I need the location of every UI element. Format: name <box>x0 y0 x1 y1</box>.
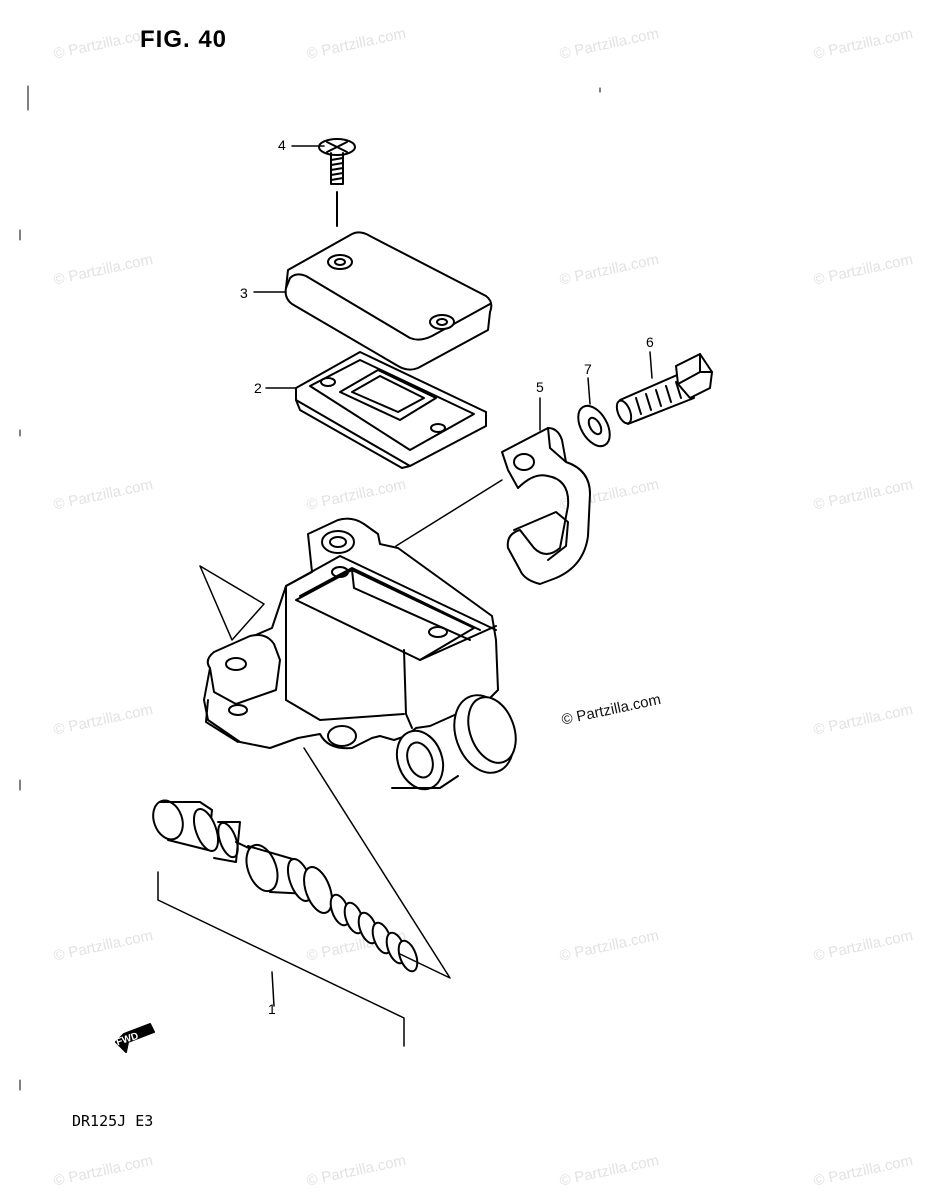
part-1-piston-kit <box>152 799 419 973</box>
part-7-washer <box>577 404 611 448</box>
callout-1: 1 <box>268 1001 276 1017</box>
callout-5: 5 <box>536 379 544 395</box>
part-2-diaphragm <box>295 351 487 469</box>
part-4-screw <box>318 138 356 227</box>
scan-margin-marks <box>19 85 601 1091</box>
part-1-master-cylinder-body <box>203 517 517 791</box>
part-5-clamp <box>501 427 591 585</box>
part-6-bolt <box>615 353 713 425</box>
callout-7: 7 <box>584 361 592 377</box>
callout-6: 6 <box>646 334 654 350</box>
model-code: DR125J E3 <box>72 1112 154 1130</box>
callout-2: 2 <box>254 380 262 396</box>
forward-direction-arrow-icon <box>115 1023 155 1053</box>
callout-3: 3 <box>240 285 248 301</box>
part-3-reservoir-cap <box>284 231 493 371</box>
callout-4: 4 <box>278 137 286 153</box>
figure-title: FIG. 40 <box>140 26 228 53</box>
leader-lines <box>157 145 653 1047</box>
